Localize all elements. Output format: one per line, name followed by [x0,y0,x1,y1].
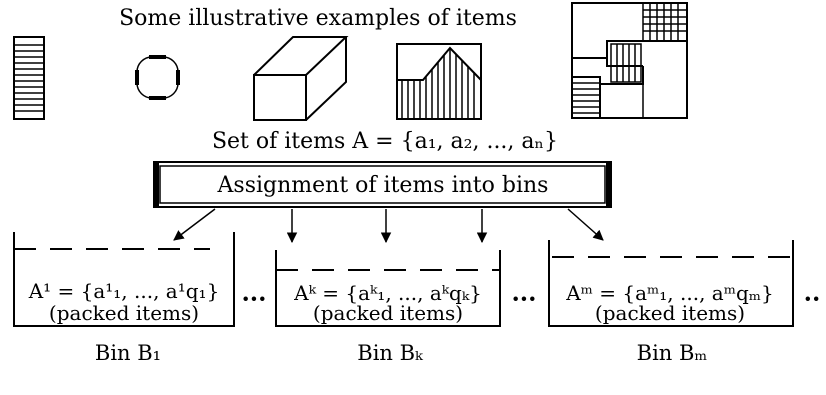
items-set-label: Set of items A = {a₁, a₂, ..., aₙ} [212,129,558,154]
examples-title: Some illustrative examples of items [119,6,517,31]
separator-ellipsis-3: ·· [804,284,821,313]
separator-ellipsis-2: ··· [511,284,536,313]
arrow-to-bin-m [567,208,604,241]
box-3d-item [253,36,349,121]
assignment-arrows [173,208,604,244]
bin-m: Aᵐ = {aᵐ₁, ..., aᵐqₘ} (packed items) Bin… [548,240,794,365]
bin-m-contents: Aᵐ = {aᵐ₁, ..., aᵐqₘ} [565,281,774,305]
striped-rectangle-item [13,36,45,120]
separator-ellipsis-1: ··· [241,284,266,313]
bin-m-note: (packed items) [595,301,745,325]
bin-kappa: Aᵏ = {aᵏ₁, ..., aᵏqₖ} (packed items) Bin… [275,250,501,365]
bin-1-note: (packed items) [49,301,199,325]
bin-kappa-contents: Aᵏ = {aᵏ₁, ..., aᵏqₖ} [293,281,482,305]
bin-1-caption: Bin B₁ [95,341,161,365]
arrow-to-bin-1 [173,208,216,241]
bin-m-caption: Bin Bₘ [637,341,708,365]
packed-square-item [571,2,688,119]
bin-kappa-caption: Bin Bₖ [357,341,424,365]
hatched-profile-item [396,43,482,120]
assignment-box: Assignment of items into bins [153,161,612,208]
bin-1-contents: A¹ = {a¹₁, ..., a¹q₁} [28,279,220,303]
bin-kappa-note: (packed items) [313,301,463,325]
assignment-label: Assignment of items into bins [217,173,549,198]
rounded-square-item [135,55,180,100]
bin-1: A¹ = {a¹₁, ..., a¹q₁} (packed items) Bin… [13,232,235,365]
